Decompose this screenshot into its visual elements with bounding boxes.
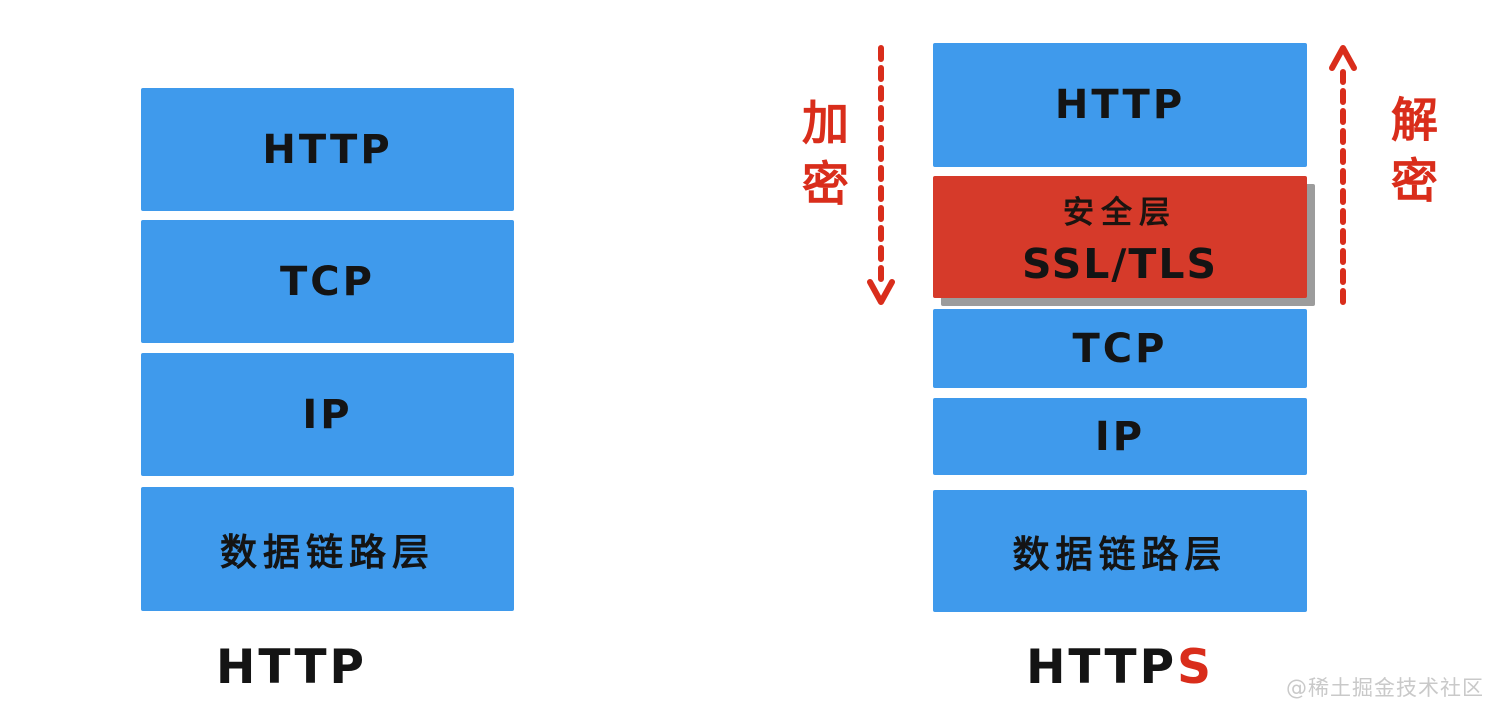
ssl-tls-label: SSL/TLS	[1022, 239, 1218, 288]
juejin-watermark: @稀土掘金技术社区	[1286, 676, 1484, 700]
http-layer-box: HTTP	[141, 88, 514, 211]
data-link-layer-box: 数据链路层	[141, 487, 514, 611]
security-layer-label: 安全层	[1063, 194, 1177, 231]
encrypt-arrow-down-icon	[867, 45, 895, 305]
ip-layer-box: IP	[141, 353, 514, 476]
tcp-layer-box: TCP	[141, 220, 514, 343]
http-stack-caption: HTTP	[216, 640, 367, 695]
https-caption-red-s: S	[1177, 640, 1214, 695]
http-protocol-stack: HTTP TCP IP 数据链路层	[141, 88, 514, 611]
https-stack-caption: HTTPS	[933, 640, 1307, 695]
http-layer-box: HTTP	[933, 43, 1307, 167]
decrypt-label: 解密	[1382, 95, 1437, 217]
encrypt-label: 加密	[793, 98, 848, 220]
ssl-tls-security-layer-box: 安全层 SSL/TLS	[933, 176, 1307, 298]
https-caption-black-part: HTTP	[1026, 640, 1178, 695]
tcp-layer-box: TCP	[933, 309, 1307, 388]
decrypt-arrow-up-icon	[1329, 45, 1357, 305]
https-protocol-stack: HTTP 安全层 SSL/TLS TCP IP 数据链路层	[933, 43, 1307, 612]
data-link-layer-box: 数据链路层	[933, 490, 1307, 612]
ip-layer-box: IP	[933, 398, 1307, 475]
